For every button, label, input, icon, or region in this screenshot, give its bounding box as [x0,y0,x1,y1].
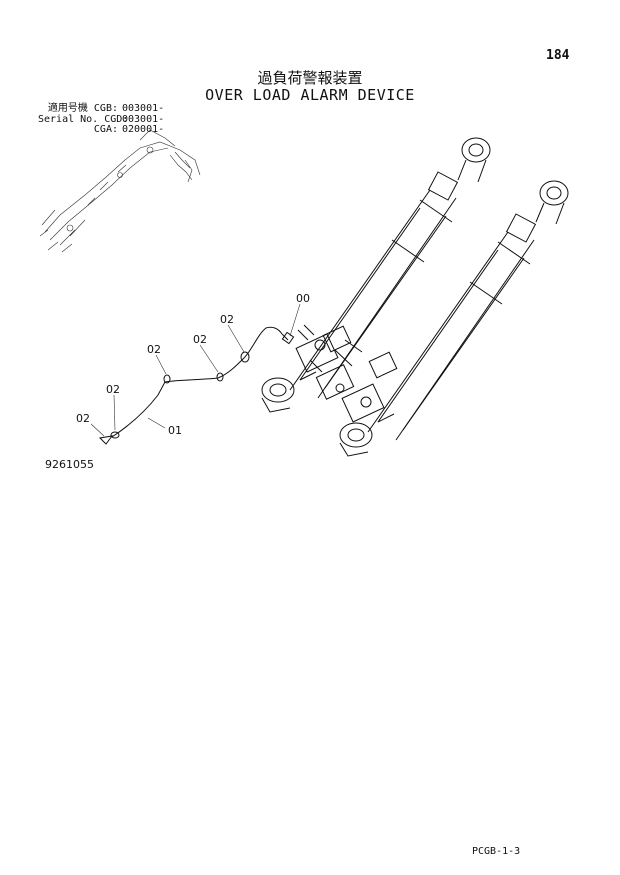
serial-row: 適用号機 CGB: 003001- [38,103,165,115]
machine-locator-sketch [39,129,201,253]
footer-code: PCGB-1-3 [472,846,521,857]
figure-number: 9261055 [45,458,94,471]
page-title-japanese: 過負荷警報装置 [257,69,363,87]
boom-cylinder-left [261,137,491,413]
callout-leaders [90,303,301,437]
callout-02: 02 [76,412,90,425]
serial-row: Serial No. CGD: 003001- [38,113,165,126]
callout-00: 00 [296,292,310,305]
serial-value: 003001- [122,103,165,114]
sensor-valve-assembly [295,324,398,423]
callout-02: 02 [106,383,120,396]
callout-01: 01 [168,424,182,437]
callout-02: 02 [147,343,161,356]
serial-label: CGA: [93,124,118,135]
boom-cylinder-right [339,180,569,457]
wire-harness [98,326,295,445]
callout-02: 02 [193,333,207,346]
page-number: 184 [546,48,570,63]
serial-value: 003001- [122,113,165,125]
serial-row: CGA: 020001- [38,124,165,136]
serial-label: Serial No. CGD: [38,113,129,125]
page-title-english: OVER LOAD ALARM DEVICE [205,86,415,104]
serial-value: 020001- [122,124,165,135]
callout-02: 02 [220,313,234,326]
serial-label: 適用号機 CGB: [47,103,118,114]
serial-applicability-block: 適用号機 CGB: 003001- Serial No. CGD: 003001… [38,103,165,136]
